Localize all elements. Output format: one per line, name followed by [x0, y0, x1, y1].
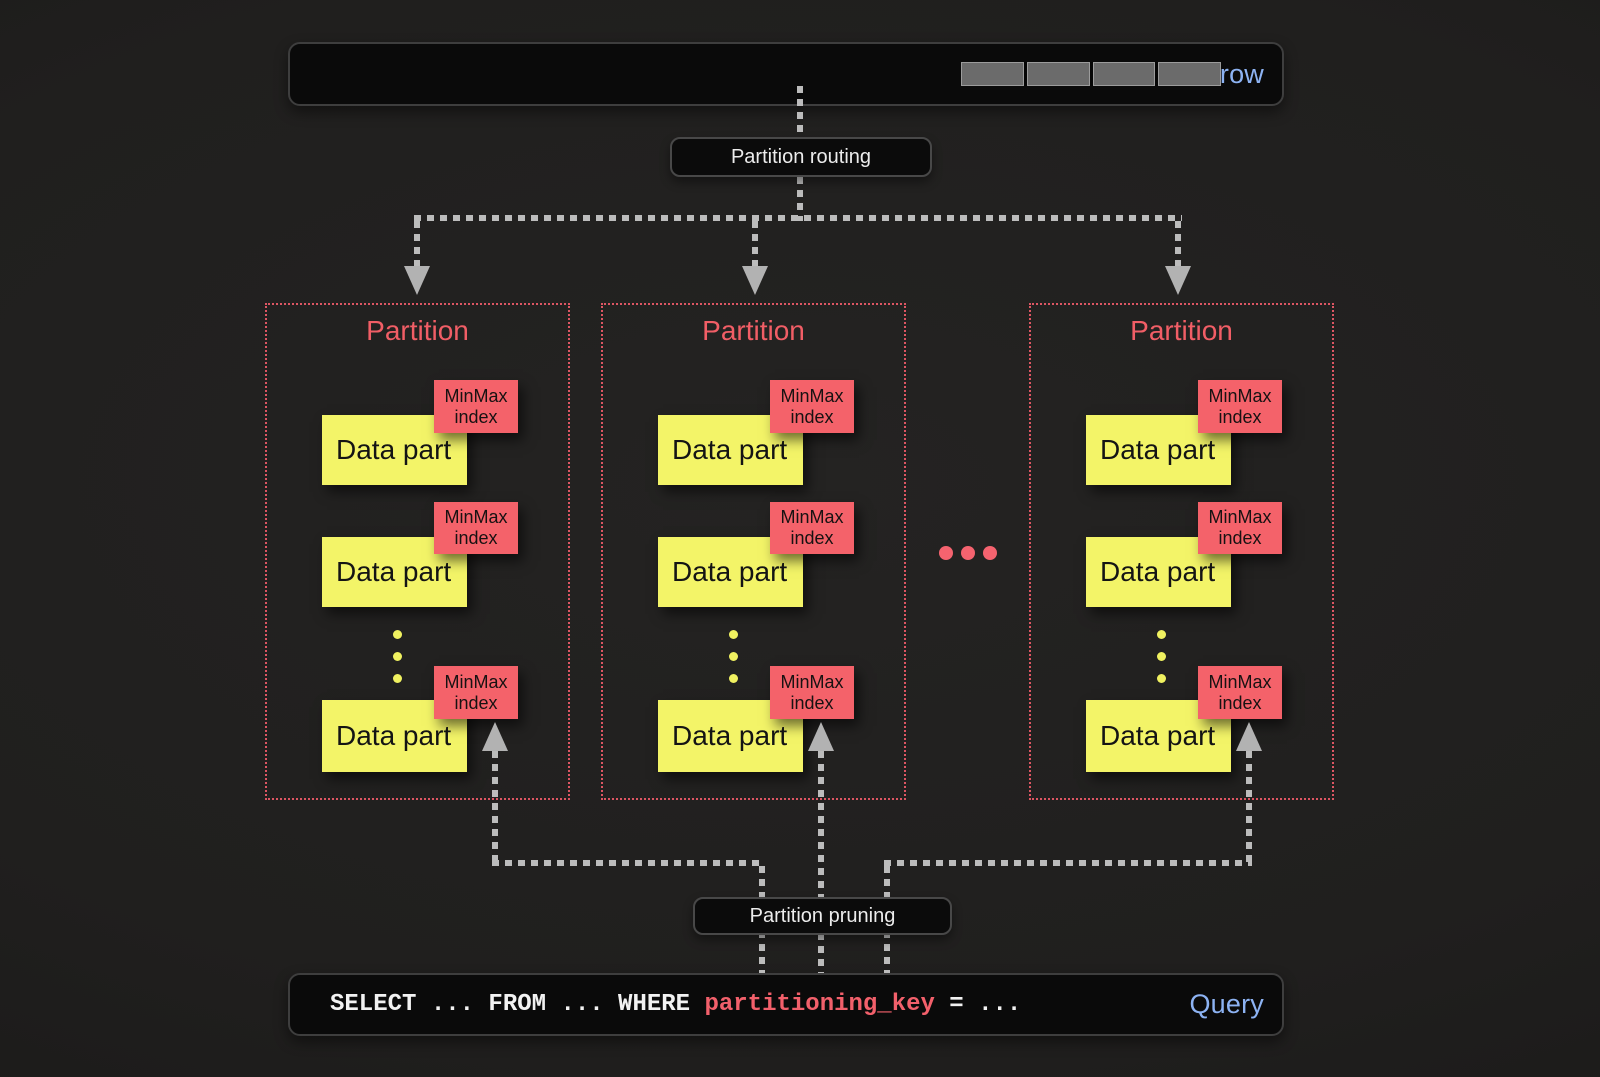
routing-line-horizontal	[414, 215, 1182, 221]
partition-pruning-pill: Partition pruning	[693, 897, 952, 935]
minmax-index-badge: MinMax index	[1198, 380, 1282, 433]
row-segment	[1092, 62, 1156, 86]
minmax-index-label: MinMax index	[1208, 671, 1272, 713]
arrow-up-icon	[482, 722, 508, 751]
partition-box-1: Partition MinMax index Data part MinMax …	[265, 303, 570, 800]
partition-title: Partition	[702, 315, 805, 346]
routing-drop-right	[1175, 221, 1181, 267]
query-code-prefix: SELECT ... FROM ... WHERE	[330, 991, 705, 1018]
query-label: Query	[1189, 989, 1264, 1019]
data-part-label: Data part	[672, 720, 788, 751]
partition-box-2: Partition MinMax index Data part MinMax …	[601, 303, 906, 800]
arrow-up-icon	[808, 722, 834, 751]
data-part-label: Data part	[1100, 434, 1216, 465]
routing-line-top	[797, 86, 803, 137]
data-part-label: Data part	[1100, 720, 1216, 751]
routing-drop-middle	[752, 221, 758, 267]
minmax-index-label: MinMax index	[444, 671, 508, 713]
query-code-suffix: = ...	[934, 991, 1022, 1018]
arrow-down-icon	[742, 266, 768, 295]
partition-box-3: Partition MinMax index Data part MinMax …	[1029, 303, 1334, 800]
pruning-line-horizontal-left	[492, 860, 765, 866]
row-segment	[1158, 62, 1221, 86]
partition-routing-pill: Partition routing	[670, 137, 932, 177]
minmax-index-badge: MinMax index	[770, 380, 854, 433]
minmax-index-label: MinMax index	[444, 507, 508, 548]
partition-pruning-label: Partition pruning	[749, 904, 896, 927]
data-part-label: Data part	[336, 720, 452, 751]
row-segment	[961, 62, 1024, 86]
minmax-index-badge: MinMax index	[1198, 666, 1282, 719]
data-part-label: Data part	[1100, 556, 1216, 587]
more-partitions-ellipsis	[939, 546, 997, 560]
minmax-index-label: MinMax index	[780, 507, 844, 548]
more-parts-ellipsis	[1157, 630, 1166, 683]
data-part-box: Data part	[1086, 415, 1231, 485]
minmax-index-badge: MinMax index	[434, 502, 518, 554]
minmax-index-label: MinMax index	[1208, 385, 1272, 427]
data-part-label: Data part	[336, 556, 452, 587]
more-parts-ellipsis	[729, 630, 738, 683]
minmax-index-badge: MinMax index	[1198, 502, 1282, 554]
routing-line-mid	[797, 177, 803, 221]
data-part-label: Data part	[672, 556, 788, 587]
partition-routing-label: Partition routing	[730, 145, 872, 168]
arrow-up-icon	[1236, 722, 1262, 751]
data-part-label: Data part	[672, 434, 788, 465]
minmax-index-label: MinMax index	[444, 385, 508, 427]
query-bar: SELECT ... FROM ... WHERE partitioning_k…	[288, 973, 1284, 1036]
minmax-index-label: MinMax index	[1208, 507, 1272, 548]
row-segments	[961, 62, 1221, 86]
minmax-index-badge: MinMax index	[770, 666, 854, 719]
minmax-index-badge: MinMax index	[770, 502, 854, 554]
arrow-down-icon	[404, 266, 430, 295]
data-part-label: Data part	[336, 434, 452, 465]
inserted-row-bar: Inserted row	[288, 42, 1284, 106]
minmax-index-badge: MinMax index	[434, 380, 518, 433]
data-part-box: Data part	[322, 537, 467, 607]
partition-title: Partition	[366, 315, 469, 346]
minmax-index-badge: MinMax index	[434, 666, 518, 719]
more-parts-ellipsis	[393, 630, 402, 683]
pruning-line-horizontal-right	[884, 860, 1252, 866]
minmax-index-label: MinMax index	[780, 671, 844, 713]
pruning-stem-middle	[818, 751, 824, 973]
query-code: SELECT ... FROM ... WHERE partitioning_k…	[290, 991, 1021, 1018]
routing-drop-left	[414, 221, 420, 267]
minmax-index-label: MinMax index	[780, 385, 844, 427]
partition-title: Partition	[1130, 315, 1233, 346]
row-segment	[1026, 62, 1090, 86]
arrow-down-icon	[1165, 266, 1191, 295]
query-code-partitioning-key: partitioning_key	[704, 991, 935, 1018]
pruning-stem-left	[492, 751, 498, 866]
pruning-stem-right	[1246, 751, 1252, 866]
